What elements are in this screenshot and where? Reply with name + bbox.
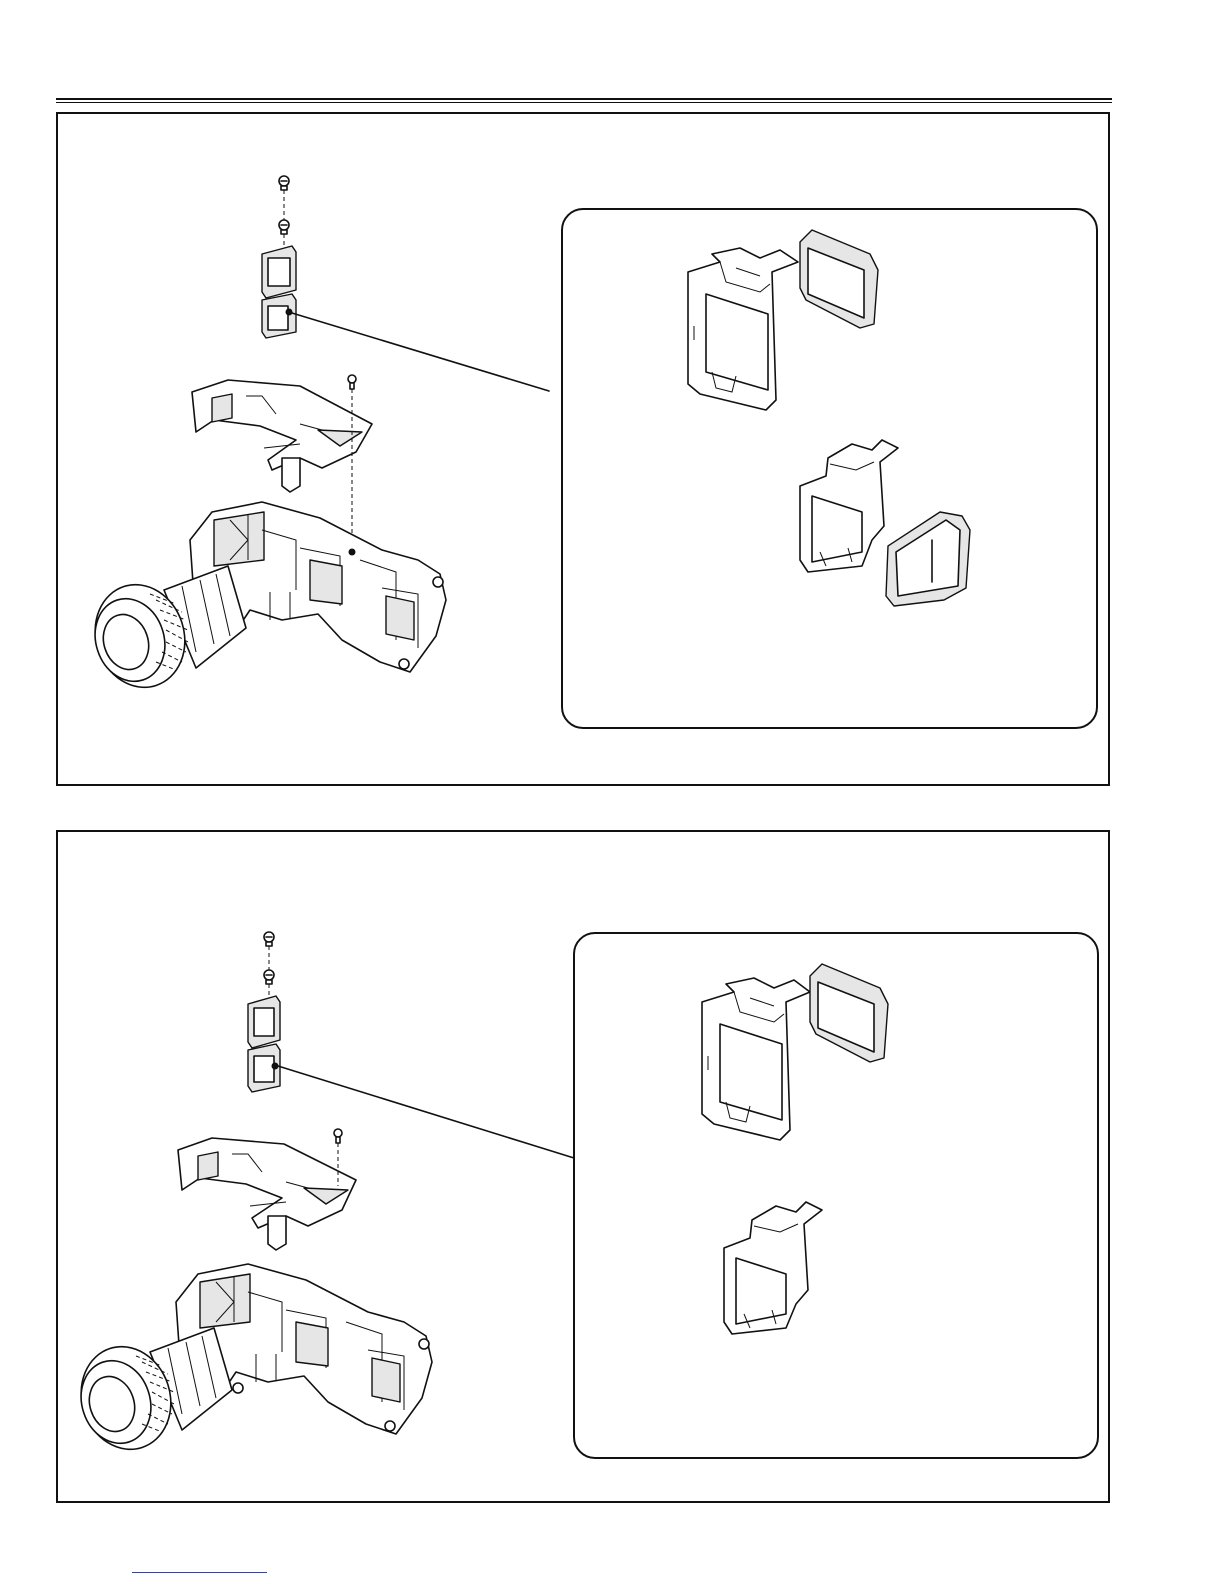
screw-icon	[279, 176, 289, 190]
bracket-plate	[192, 380, 372, 492]
projection-lens	[82, 566, 246, 699]
screw-icon	[348, 375, 356, 389]
leader-line	[292, 313, 549, 391]
footer-link[interactable]	[132, 1572, 267, 1573]
optical-filter-glass	[886, 512, 970, 606]
filter-holder-frame	[800, 440, 898, 572]
filter-holder-frame	[688, 248, 798, 410]
screw-icon	[279, 220, 289, 234]
detail-inset-2	[573, 932, 1099, 1459]
optical-filter-glass	[800, 230, 878, 328]
filter-holder-assembly	[262, 246, 296, 338]
